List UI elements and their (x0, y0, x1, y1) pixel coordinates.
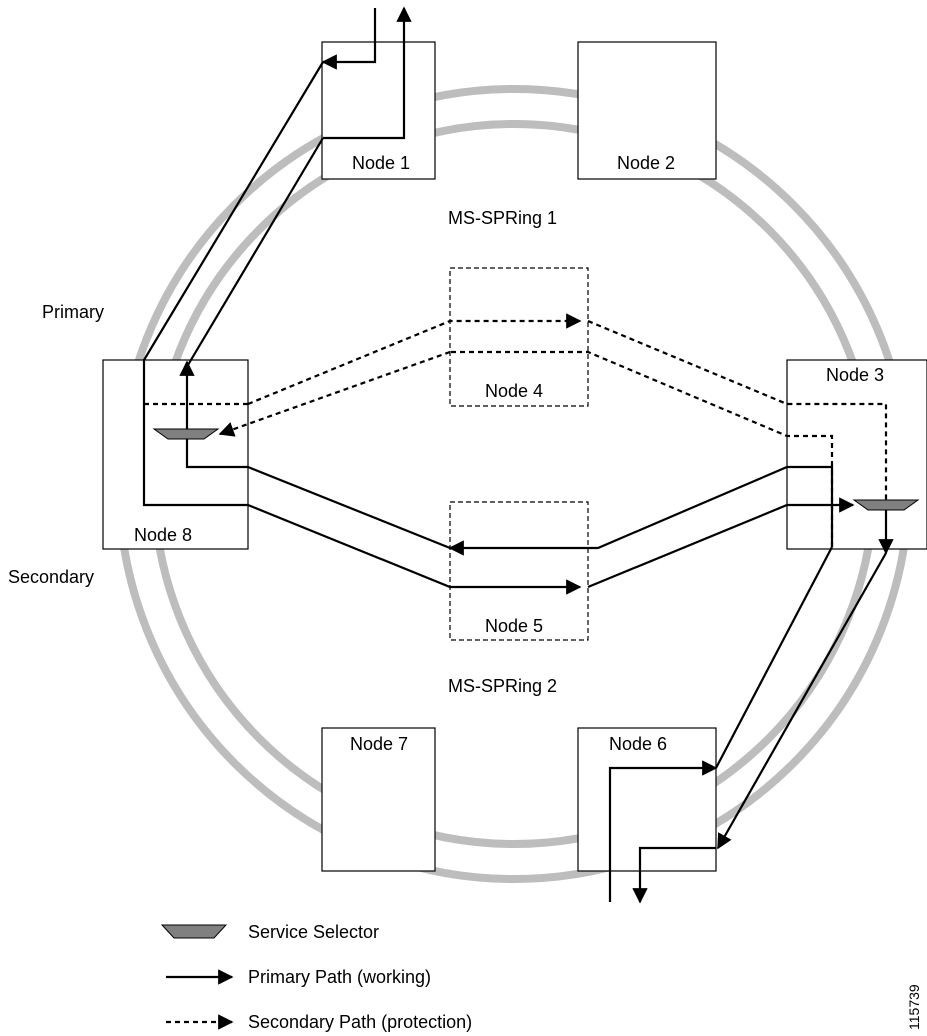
legend: Service Selector Primary Path (working) … (160, 922, 472, 1032)
node6-outbound-path (632, 846, 716, 904)
node8-selector-output (179, 360, 248, 469)
node-4: Node 4 (449, 267, 589, 407)
ring-2-label: MS-SPRing 2 (448, 676, 557, 696)
node-2: Node 2 (577, 41, 717, 180)
node6-to-node3-path (715, 546, 833, 769)
node-7-label: Node 7 (350, 734, 408, 754)
legend-primary-path-label: Primary Path (working) (248, 967, 431, 987)
ring-1-label: MS-SPRing 1 (448, 208, 557, 228)
ring-inner (150, 120, 878, 848)
node-5-label: Node 5 (485, 616, 543, 636)
node-3-label: Node 3 (826, 365, 884, 385)
legend-service-selector-icon (160, 924, 228, 939)
primary-node8-to-node3-path (247, 503, 582, 595)
secondary-node3-to-node4-path (587, 319, 888, 500)
node3-to-node6-path (717, 552, 887, 850)
node-2-label: Node 2 (617, 153, 675, 173)
node1-inbound-path (321, 8, 377, 70)
node-6: Node 6 (577, 727, 717, 872)
primary-node5-to-node8 (247, 465, 451, 550)
secondary-to-node3-path (247, 313, 582, 406)
node8-service-selector-icon (152, 428, 220, 440)
secondary-to-node8-selector (218, 350, 451, 437)
node-3: Node 3 (786, 359, 927, 550)
node-1-label: Node 1 (352, 153, 410, 173)
node-7: Node 7 (321, 727, 436, 872)
node-5: Node 5 (449, 501, 589, 641)
legend-service-selector-label: Service Selector (248, 922, 379, 942)
node-6-label: Node 6 (609, 734, 667, 754)
node-1: Node 1 (321, 41, 436, 180)
node-8: Node 8 (102, 359, 249, 550)
node8-internal-primary (142, 360, 248, 507)
node8-to-node1-path (184, 137, 324, 371)
primary-label: Primary (42, 302, 104, 322)
primary-node3-to-node8-path (448, 465, 834, 556)
node6-inbound-path (608, 760, 718, 902)
secondary-label: Secondary (8, 567, 94, 587)
node-8-label: Node 8 (134, 525, 192, 545)
node1-outbound-path (323, 6, 412, 140)
figure-id: 115739 (906, 984, 922, 1030)
node1-to-node8-path (143, 61, 324, 361)
legend-secondary-path-label: Secondary Path (protection) (248, 1012, 472, 1032)
node3-service-selector-icon (852, 499, 920, 511)
node-4-label: Node 4 (485, 381, 543, 401)
